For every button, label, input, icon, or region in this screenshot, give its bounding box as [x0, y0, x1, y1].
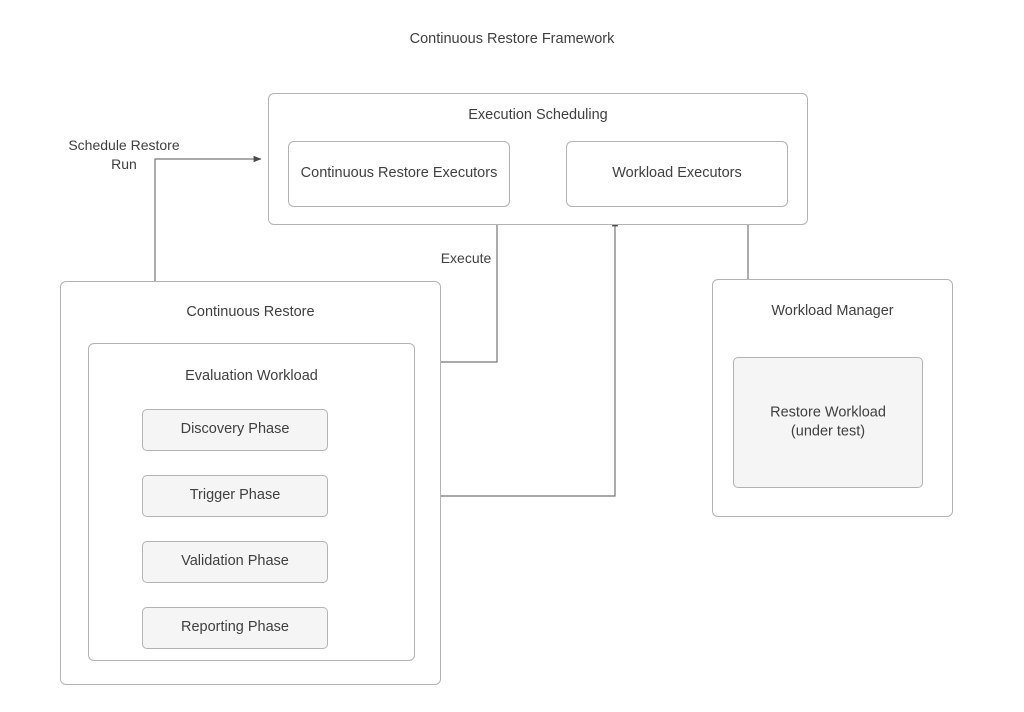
discovery-phase-label: Discovery Phase: [180, 421, 290, 438]
execution-scheduling-title: Execution Scheduling: [468, 107, 608, 123]
edge-label-execute: Execute: [440, 250, 492, 266]
node-validation-phase[interactable]: Validation Phase: [142, 541, 328, 583]
node-reporting-phase[interactable]: Reporting Phase: [142, 607, 328, 649]
node-trigger-phase[interactable]: Trigger Phase: [142, 475, 328, 517]
trigger-phase-label: Trigger Phase: [189, 487, 281, 504]
continuous-restore-executors-label: Continuous Restore Executors: [300, 165, 498, 182]
workload-executors-label: Workload Executors: [612, 165, 742, 182]
continuous-restore-title: Continuous Restore: [186, 304, 315, 320]
node-discovery-phase[interactable]: Discovery Phase: [142, 409, 328, 451]
node-restore-workload[interactable]: Restore Workload (under test): [733, 357, 923, 488]
node-workload-executors[interactable]: Workload Executors: [566, 141, 788, 207]
node-continuous-restore-executors[interactable]: Continuous Restore Executors: [288, 141, 510, 207]
edge-label-schedule-restore-run: Schedule Restore Run: [68, 137, 180, 172]
evaluation-workload-title: Evaluation Workload: [185, 368, 318, 384]
restore-workload-label: Restore Workload (under test): [770, 403, 886, 440]
reporting-phase-label: Reporting Phase: [180, 619, 289, 636]
validation-phase-label: Validation Phase: [181, 553, 289, 570]
edge-schedule-restore-run: [154, 155, 262, 281]
page-title: Continuous Restore Framework: [409, 31, 615, 47]
workload-manager-title: Workload Manager: [771, 303, 894, 319]
